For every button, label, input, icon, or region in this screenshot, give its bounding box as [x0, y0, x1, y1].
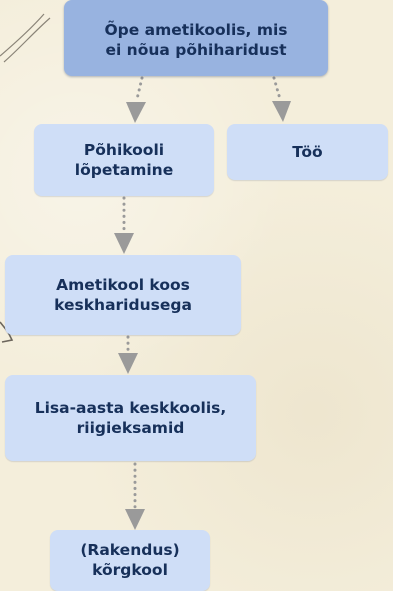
node-extra-year-state-exams: Lisa-aasta keskkoolis, riigieksamid	[5, 375, 256, 461]
node-vocational-without-basic-education: Õpe ametikoolis, mis ei nõua põhiharidus…	[64, 0, 328, 76]
node-basic-school-graduation: Põhikooli lõpetamine	[34, 124, 214, 196]
arrowhead-basic	[126, 102, 146, 123]
arrow-top-to-work	[272, 76, 282, 101]
arrowhead-vocational	[114, 233, 134, 254]
arrowhead-higher	[125, 509, 145, 530]
arrowhead-extra	[118, 353, 138, 374]
node-work: Töö	[227, 124, 388, 180]
arrowhead-work	[272, 101, 291, 122]
node-vocational-with-secondary: Ametikool koos keskharidusega	[5, 255, 241, 335]
node-higher-education: (Rakendus) kõrgkool	[50, 530, 210, 591]
arrow-top-to-basic	[135, 76, 144, 101]
